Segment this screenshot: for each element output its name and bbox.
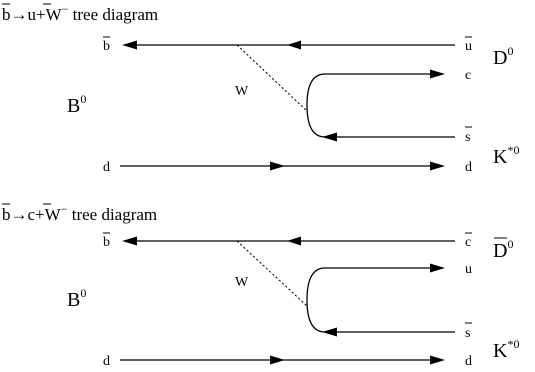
diagram-1-lower-right-quark: s	[465, 130, 470, 145]
diagram-1-top-left-quark: b	[103, 39, 110, 54]
diagram-1-c-arrow	[430, 69, 445, 79]
diagram-1-w-boson-line	[236, 44, 308, 112]
diagram-1-mid-right-quark: c	[465, 68, 471, 83]
diagram-2-lower-right-quark: s	[465, 326, 470, 341]
diagram-1-meson-bottom: K*0	[493, 143, 519, 168]
diagram-1-pair-production-line	[306, 73, 455, 138]
diagram-1-spectator-end-arrow	[430, 161, 445, 171]
diagram-1-top-right-quark: u	[465, 39, 472, 54]
diagram-1-spectator-mid-arrow	[270, 161, 285, 171]
diagram-1-top-mid-arrow	[287, 40, 301, 50]
diagram-1-title: b→u+W− tree diagram	[2, 2, 158, 24]
diagram-1-top-end-arrow	[122, 40, 137, 50]
diagram-2-u-arrow	[430, 263, 445, 273]
diagram-2: b→c+W− tree diagram W b c u s d d B0 D0 …	[2, 202, 519, 369]
diagram-2-meson-top: D0	[493, 237, 513, 262]
diagram-2-pair-production-line	[306, 267, 455, 333]
diagram-2-parent-meson: B0	[67, 286, 86, 311]
diagram-2-sbar-arrow	[322, 327, 337, 337]
diagram-2-bottom-right-quark: d	[465, 354, 472, 369]
diagram-2-top-end-arrow	[122, 236, 137, 246]
diagram-1-w-label: W	[235, 84, 249, 99]
diagram-2-w-boson-line	[236, 240, 308, 307]
diagram-1-sbar-arrow	[322, 132, 337, 142]
diagram-2-spectator-mid-arrow	[270, 355, 285, 365]
diagram-2-spectator-end-arrow	[430, 355, 445, 365]
diagram-2-w-label: W	[235, 275, 249, 290]
diagram-2-title: b→c+W− tree diagram	[2, 202, 157, 224]
diagram-2-mid-right-quark: u	[465, 262, 472, 277]
diagram-2-bottom-left-quark: d	[103, 354, 110, 369]
diagram-2-top-left-quark: b	[103, 235, 110, 250]
diagram-1-bottom-right-quark: d	[465, 160, 472, 175]
diagram-2-meson-bottom: K*0	[493, 337, 519, 362]
diagram-1-bottom-left-quark: d	[103, 160, 110, 175]
diagram-1: b→u+W− tree diagram W b u c s d d B0 D0 …	[2, 2, 519, 175]
diagram-2-top-mid-arrow	[287, 236, 301, 246]
diagram-1-parent-meson: B0	[67, 92, 86, 117]
diagram-1-meson-top: D0	[493, 44, 513, 69]
diagram-2-top-right-quark: c	[465, 235, 471, 250]
